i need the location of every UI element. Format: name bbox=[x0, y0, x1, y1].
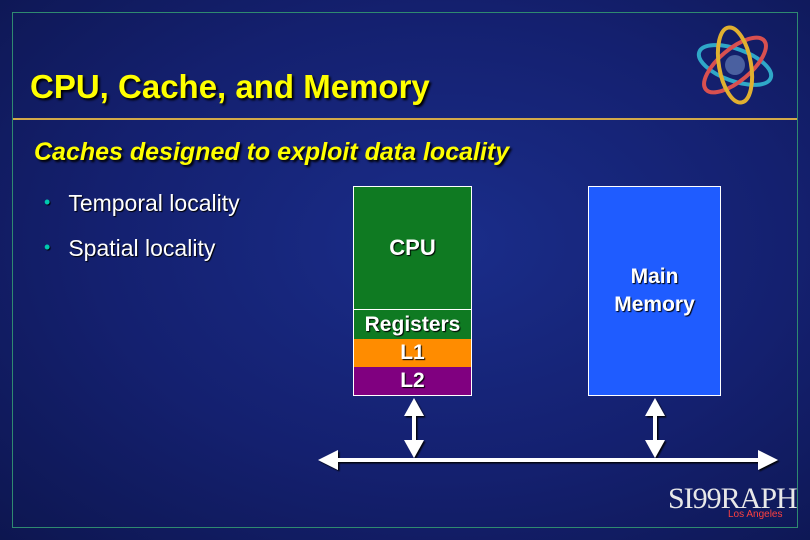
bullet-text: Spatial locality bbox=[68, 235, 216, 261]
main-memory-label-line2: Memory bbox=[614, 293, 695, 316]
slide-subtitle: Caches designed to exploit data locality bbox=[34, 138, 510, 166]
main-memory-block: Main Memory bbox=[588, 186, 721, 396]
system-bus-arrow bbox=[318, 450, 778, 470]
bullet-icon: • bbox=[44, 237, 51, 257]
siggraph-wordmark: SI99RAPH bbox=[668, 482, 798, 515]
cpu-label: CPU bbox=[389, 235, 436, 260]
main-memory-label-line1: Main bbox=[630, 265, 679, 288]
cpu-core: CPU bbox=[354, 187, 471, 309]
bullet-temporal-locality: • Temporal locality bbox=[44, 190, 240, 217]
title-divider bbox=[13, 118, 797, 120]
location-label: Los Angeles bbox=[728, 509, 783, 520]
l2-cache-layer: L2 bbox=[354, 367, 471, 395]
registers-layer: Registers bbox=[354, 309, 471, 339]
slide-title: CPU, Cache, and Memory bbox=[30, 68, 430, 105]
bullet-icon: • bbox=[44, 192, 51, 212]
bullet-spatial-locality: • Spatial locality bbox=[44, 235, 215, 262]
siggraph-knot-logo-icon bbox=[696, 25, 774, 105]
bullet-text: Temporal locality bbox=[68, 190, 240, 216]
memory-bus-arrow bbox=[645, 398, 665, 458]
cpu-bus-arrow bbox=[404, 398, 424, 458]
cpu-block: CPU Registers L1 L2 bbox=[353, 186, 472, 396]
slide-frame bbox=[12, 12, 798, 528]
main-memory-label: Main Memory bbox=[589, 263, 720, 319]
l1-cache-layer: L1 bbox=[354, 339, 471, 367]
